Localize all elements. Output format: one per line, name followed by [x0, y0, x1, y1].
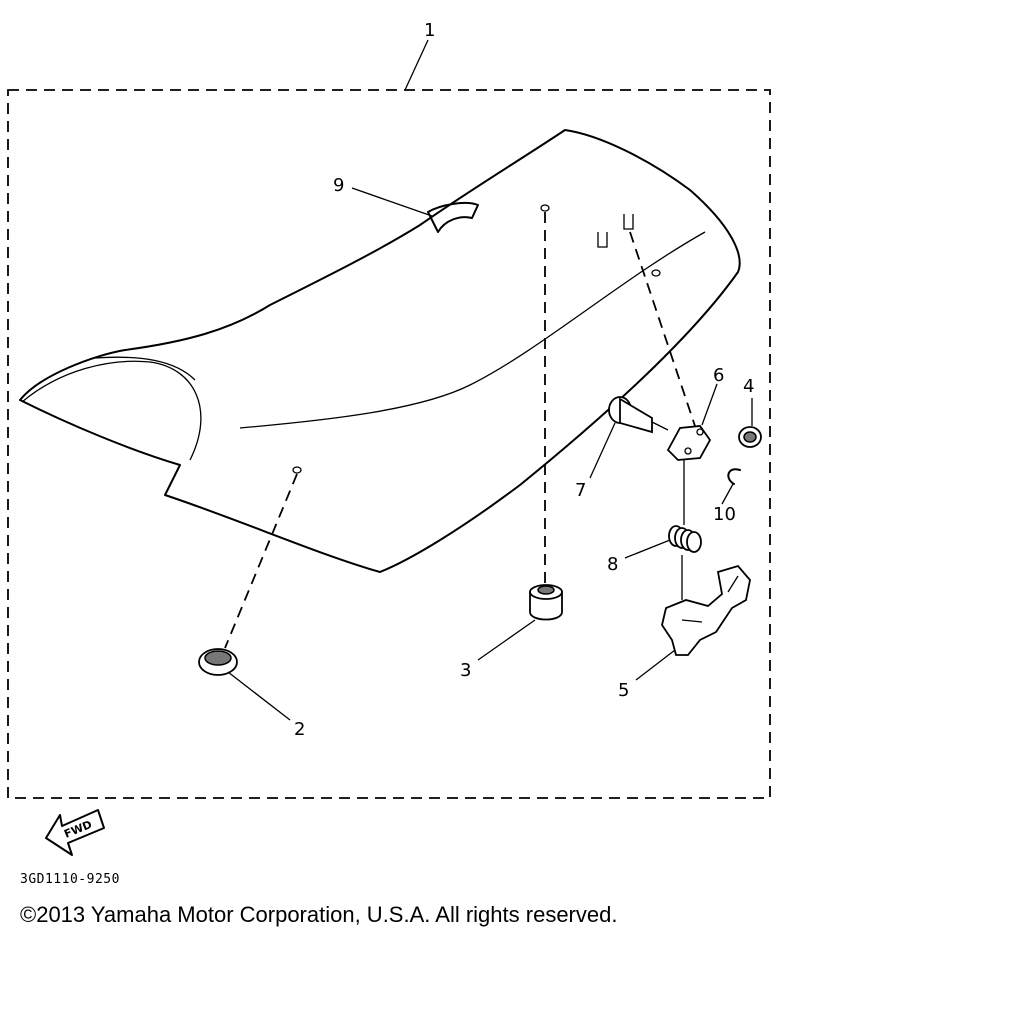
copyright-notice: ©2013 Yamaha Motor Corporation, U.S.A. A… [20, 902, 618, 927]
callout-7: 7 [575, 480, 586, 501]
callout-6: 6 [713, 365, 724, 386]
leader-8 [624, 539, 671, 559]
assembly-line-hook [629, 231, 698, 433]
fwd-label: FWD [62, 818, 94, 841]
callout-5: 5 [618, 680, 629, 701]
seat-body [19, 129, 741, 573]
callout-10: 10 [713, 504, 736, 525]
part-7-pin [608, 396, 669, 434]
callout-9: 9 [333, 175, 344, 196]
leader-9 [351, 187, 433, 217]
callout-1: 1 [424, 20, 435, 41]
leader-10 [721, 483, 734, 505]
part-2-damper [198, 648, 238, 676]
part-3-damper [529, 584, 563, 621]
part-5-lever [661, 564, 751, 656]
leader-2 [227, 671, 291, 721]
part-6-hook [666, 425, 712, 461]
diagram-part-code: 3GD1110-9250 [20, 872, 120, 887]
leader-5 [635, 649, 676, 681]
assembly-line-2 [224, 473, 298, 649]
callout-8: 8 [607, 554, 618, 575]
callout-2: 2 [294, 719, 305, 740]
leader-3 [477, 619, 536, 661]
leader-6 [701, 383, 718, 426]
fwd-arrow-icon: FWD [45, 809, 105, 856]
leader-1 [404, 39, 429, 91]
part-10-clip [727, 468, 741, 485]
callout-4: 4 [743, 376, 754, 397]
assembly-boundary [7, 89, 771, 799]
leader-7 [589, 422, 616, 479]
part-4-grommet [738, 426, 762, 448]
part-8-spring [668, 525, 702, 553]
callout-3: 3 [460, 660, 471, 681]
